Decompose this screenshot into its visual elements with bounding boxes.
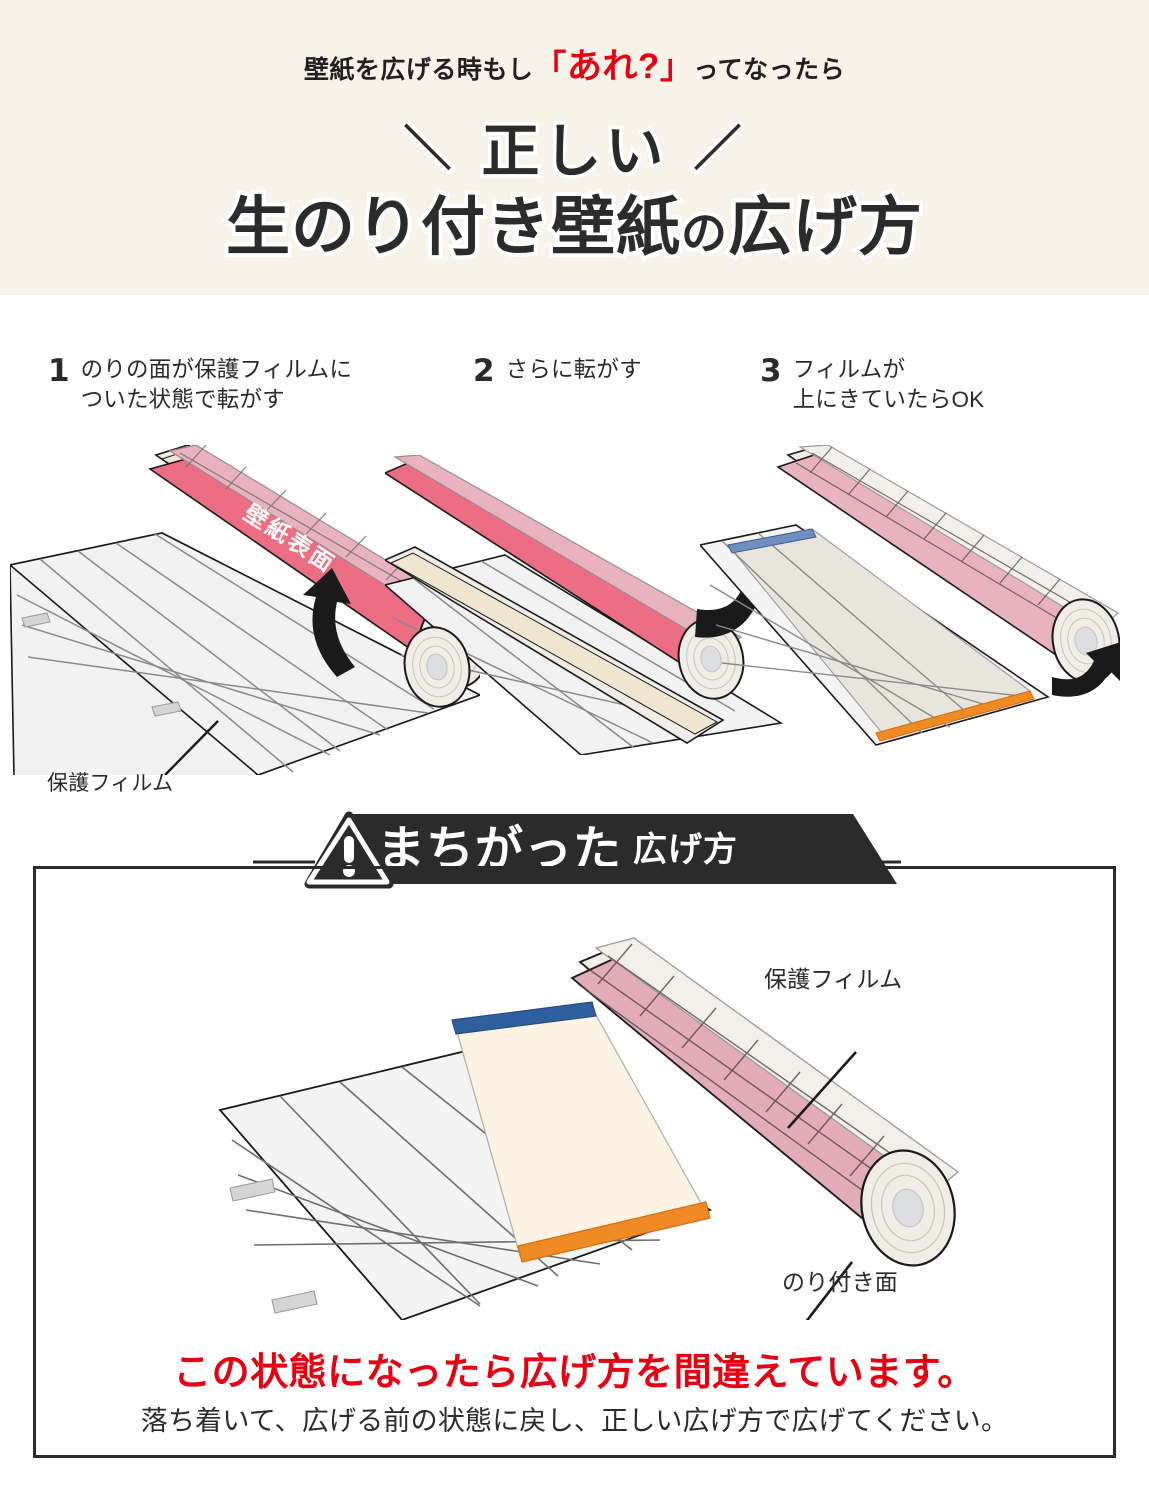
film-leader-line-bottom	[787, 1051, 857, 1129]
title-particle-no: の	[677, 203, 731, 263]
header-band	[0, 0, 1149, 295]
wrong-example-box	[33, 866, 1116, 1458]
glue-side-label: のり付き面	[782, 1269, 898, 1295]
title-slash-left: ＼	[400, 120, 456, 179]
step-number-2: 2	[473, 353, 495, 389]
kicker-prefix: 壁紙を広げる時もし	[303, 56, 534, 84]
diagram-wrong-way	[218, 937, 960, 1320]
wallpaper-roll-2: 壁紙表面	[385, 455, 745, 744]
title-main-b: 広げ方	[724, 187, 926, 267]
roll-direction-arrow-1	[303, 568, 355, 677]
step-text-3: フィルムが 上にきていたらOK	[792, 357, 985, 412]
step-text-2: さらに転がす	[505, 357, 642, 382]
banner-main-text: まちがった	[377, 823, 623, 876]
warning-secondary-text: 落ち着いて、広げる前の状態に戻し、正しい広げ方で広げてください。	[140, 1406, 1009, 1436]
step-text-1: のりの面が保護フィルムに ついた状態で転がす	[80, 357, 353, 412]
kicker-suffix: ってなったら	[693, 56, 846, 84]
banner-sub-text: 広げ方	[633, 831, 739, 869]
protective-film-label-bottom: 保護フィルム	[764, 966, 903, 992]
step-caption-2: 2 さらに転がす	[473, 355, 642, 388]
diagram-step-2: 壁紙表面	[385, 455, 784, 755]
title-slash-right: ／	[690, 120, 746, 179]
step-number-1: 1	[48, 353, 70, 389]
protective-film-sheet-3	[700, 524, 1050, 746]
kicker-quote-close: 」	[659, 48, 694, 85]
film-blue-edge	[727, 528, 817, 554]
wallpaper-roll-wrong	[570, 937, 960, 1267]
step-caption-1: 1 のりの面が保護フィルムに ついた状態で転がす	[48, 355, 352, 415]
page-title-line2: 生のり付き壁紙の広げ方	[0, 176, 1149, 268]
roll-direction-arrow-3	[1052, 642, 1120, 697]
film-leader-line-1	[164, 720, 219, 775]
kicker-quote-open: 「	[533, 48, 567, 85]
glue-leader-line	[805, 1261, 854, 1320]
diagram-step-3	[700, 445, 1120, 746]
glue-orange-edge	[517, 1201, 711, 1263]
header-kicker: 壁紙を広げる時もし「あれ?」ってなったら	[0, 38, 1149, 89]
kicker-highlight: あれ?	[566, 47, 660, 86]
glue-blue-edge	[451, 1001, 597, 1035]
step-number-3: 3	[760, 353, 782, 389]
warning-primary-text: この状態になったら広げ方を間違えています。	[173, 1352, 976, 1394]
banner-text-group: まちがった 広げ方	[377, 820, 877, 880]
title-main-a: 生のり付き壁紙	[222, 187, 684, 267]
film-tab-1	[229, 1178, 276, 1202]
film-tab-2	[271, 1290, 318, 1314]
protective-film-label-1: 保護フィルム	[47, 772, 174, 795]
page-title-line1: ＼ 正しい ／	[0, 104, 1149, 188]
step-caption-3: 3 フィルムが 上にきていたらOK	[760, 355, 984, 415]
film-orange-edge	[875, 690, 1035, 742]
diagram-step-1: 壁紙表面	[10, 445, 480, 775]
glue-side-panel	[451, 1001, 711, 1263]
title-correct-text: 正しい	[478, 116, 668, 188]
